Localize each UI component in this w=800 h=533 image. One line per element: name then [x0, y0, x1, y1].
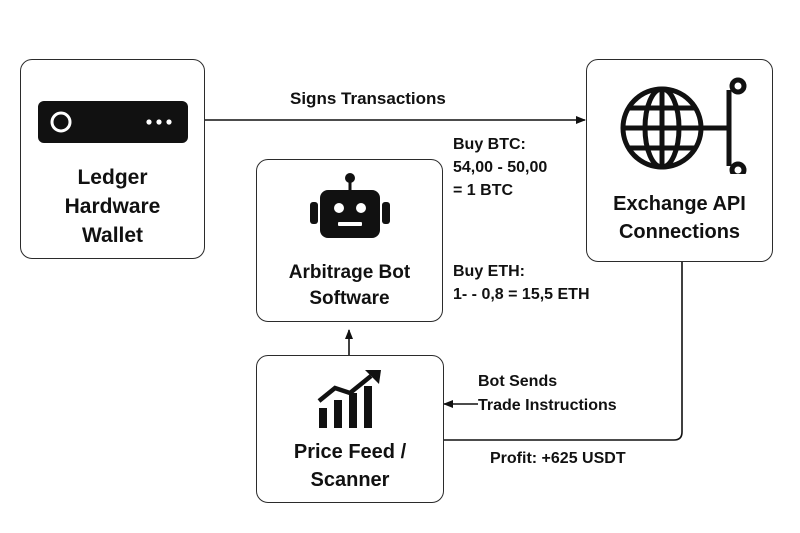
- globe-network-icon: [620, 77, 747, 174]
- buy-btc-line: 54,00 - 50,00: [453, 159, 548, 176]
- scanner-title: Price Feed / Scanner: [257, 438, 443, 494]
- bot-sends-line: Bot Sends: [478, 373, 558, 390]
- buy-btc-label: Buy BTC: 54,00 - 50,00 = 1 BTC: [453, 133, 547, 202]
- profit-label: Profit: +625 USDT: [490, 450, 626, 467]
- buy-eth-line: 1- - 0,8 = 15,5 ETH: [453, 286, 590, 303]
- exchange-title-line: Connections: [618, 221, 741, 243]
- ledger-title-line: Wallet: [81, 224, 144, 247]
- buy-eth-label: Buy ETH: 1- - 0,8 = 15,5 ETH: [453, 260, 590, 306]
- exchange-api-connections-node: Exchange API Connections: [586, 59, 773, 262]
- bot-title: Arbitrage Bot Software: [257, 260, 442, 312]
- buy-btc-line: = 1 BTC: [453, 182, 514, 199]
- buy-btc-line: Buy BTC:: [453, 136, 526, 153]
- profit-line: [444, 262, 683, 441]
- ledger-hardware-wallet-node: Ledger Hardware Wallet: [20, 59, 205, 259]
- arbitrage-bot-software-node: Arbitrage Bot Software: [256, 159, 443, 322]
- hardware-wallet-icon: [38, 101, 188, 143]
- bot-sends-line: Trade Instructions: [478, 397, 617, 414]
- price-feed-scanner-node: Price Feed / Scanner: [256, 355, 444, 503]
- ledger-title: Ledger Hardware Wallet: [21, 163, 204, 250]
- bot-title-line: Arbitrage Bot: [288, 262, 411, 283]
- buy-eth-line: Buy ETH:: [453, 263, 525, 280]
- ledger-title-line: Hardware: [64, 195, 161, 218]
- signs-transactions-label: Signs Transactions: [290, 89, 446, 108]
- rising-chart-icon: [317, 370, 381, 428]
- exchange-title: Exchange API Connections: [587, 190, 772, 246]
- scanner-title-line: Price Feed /: [293, 441, 407, 463]
- scanner-title-line: Scanner: [310, 469, 390, 491]
- ledger-title-line: Ledger: [77, 166, 148, 189]
- bot-title-line: Software: [309, 288, 390, 309]
- bot-sends-label: Bot Sends Trade Instructions: [478, 370, 617, 418]
- robot-icon: [310, 173, 390, 238]
- exchange-title-line: Exchange API: [613, 193, 746, 215]
